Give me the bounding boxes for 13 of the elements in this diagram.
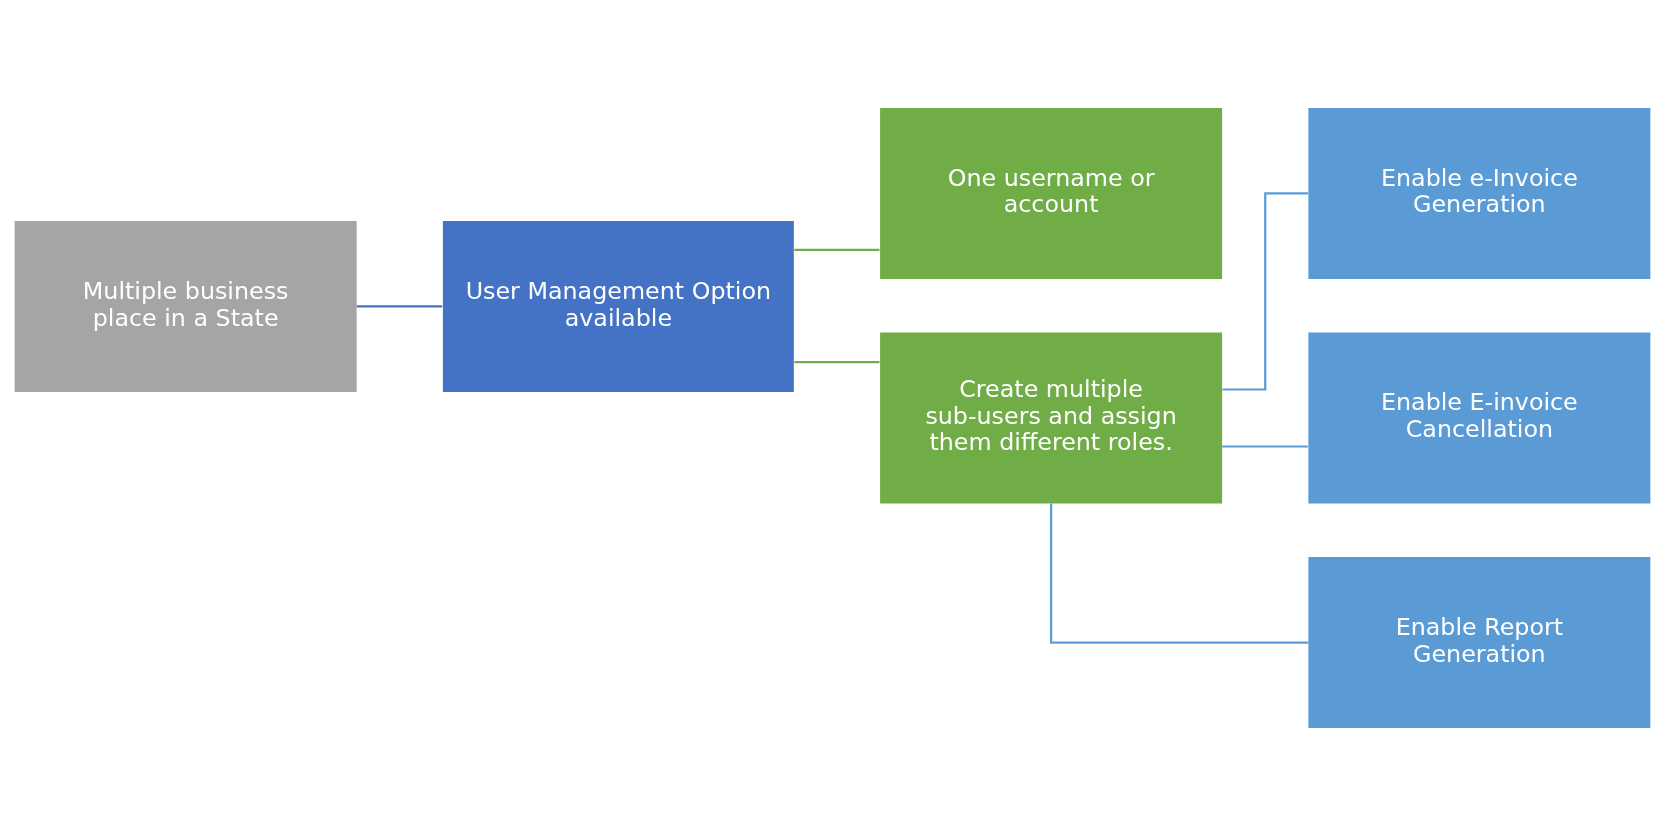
connector [1222, 191, 1309, 391]
node-box: Create multiple sub-users and assign them different roles. [880, 332, 1223, 503]
connector [1050, 503, 1309, 644]
node-box: Multiple business place in a State [14, 220, 357, 392]
node-box: Enable Report Generation [1308, 556, 1651, 728]
connector [794, 248, 880, 251]
node-box: Enable e-Invoice Generation [1308, 107, 1651, 279]
connector [1222, 444, 1308, 448]
node-box: User Management Option available [442, 220, 794, 392]
connector [356, 304, 443, 308]
node-box: One username or account [880, 107, 1223, 279]
node-box: Enable E-invoice Cancellation [1308, 332, 1651, 503]
connector [794, 360, 880, 363]
